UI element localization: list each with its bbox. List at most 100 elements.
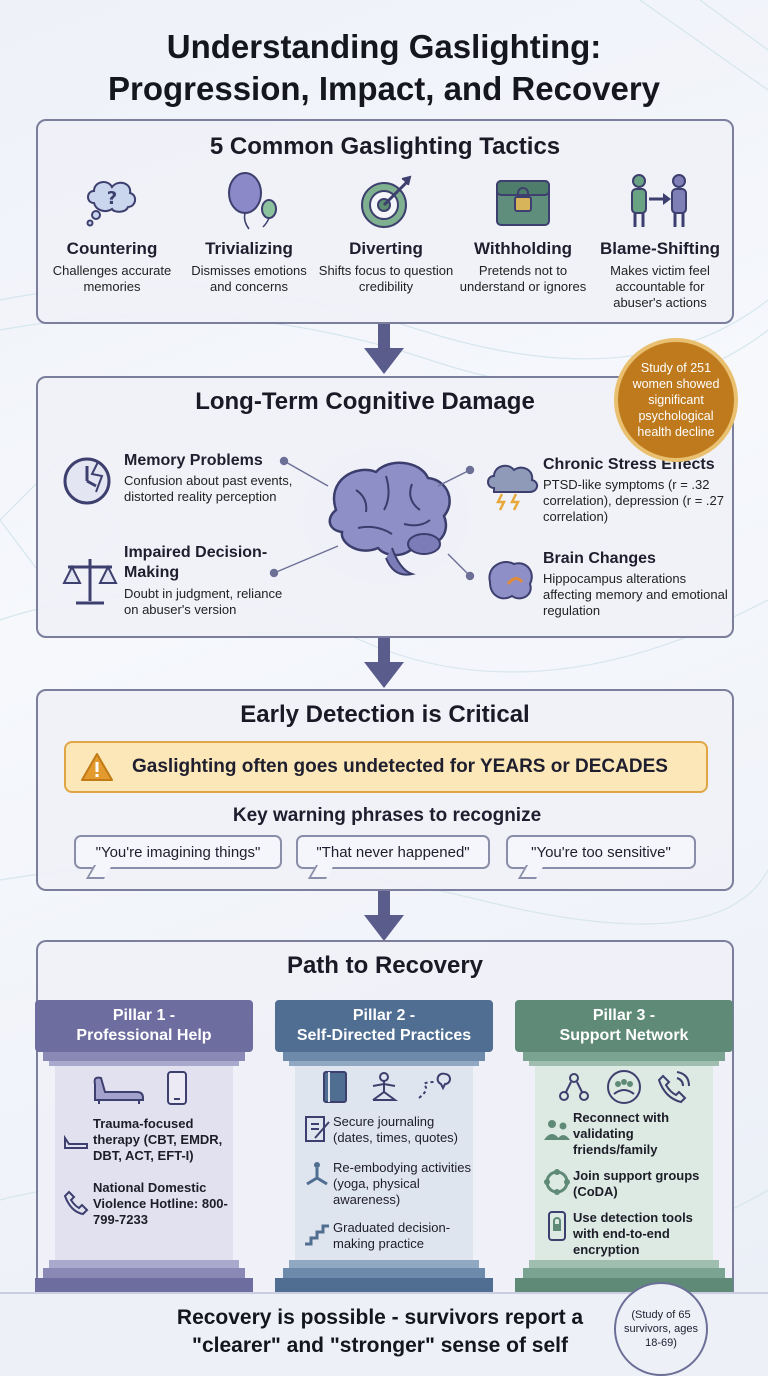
tactic-diverting: Diverting Shifts focus to question credi… [318, 165, 454, 295]
pillar-capital [289, 1061, 479, 1066]
pillar-item: Reconnect with validating friends/family [541, 1110, 711, 1158]
pillar-column: Trauma-focused therapy (CBT, EMDR, DBT, … [55, 1066, 233, 1260]
title-line-1: Understanding Gaslighting: [166, 28, 602, 65]
pillar-item-text: Reconnect with validating friends/family [573, 1110, 670, 1157]
pillar-base [529, 1260, 719, 1268]
tactic-desc: Pretends not to understand or ignores [459, 263, 587, 294]
down-arrow-icon [364, 638, 404, 688]
pillar-item-text: Trauma-focused therapy (CBT, EMDR, DBT, … [93, 1116, 223, 1163]
pillar-item: Use detection tools with end-to-end encr… [541, 1210, 711, 1258]
phone-icon [63, 1190, 89, 1216]
pillar-base [49, 1260, 239, 1268]
cog-desc: Doubt in judgment, reliance on abuser's … [124, 586, 283, 617]
journal-icon [323, 1071, 347, 1103]
brain-hippocampus-icon [488, 561, 533, 600]
central-brain-icon [298, 443, 474, 587]
blame-arrow-people-icon [592, 165, 728, 237]
connector-lines [269, 456, 475, 581]
pillar-support-network: Pillar 3 - Support Network Reconnect with… [515, 1000, 733, 1294]
pillar-title: Professional Help [76, 1027, 212, 1044]
phrase-bubble: "You're too sensitive" [506, 835, 696, 869]
tactic-name: Blame-Shifting [600, 239, 720, 258]
pillar-title: Self-Directed Practices [296, 1027, 472, 1044]
tactic-withholding: Withholding Pretends not to understand o… [455, 165, 591, 295]
people-network-icon [559, 1073, 589, 1101]
pillar-base [515, 1278, 733, 1292]
phone-icon [167, 1071, 187, 1105]
tactic-name: Withholding [473, 239, 573, 258]
locked-chest-icon [455, 165, 591, 237]
cog-desc: Confusion about past events, distorted r… [124, 473, 293, 504]
pillar-item-text: Join support groups (CoDA) [573, 1168, 700, 1199]
phrase-bubble: "That never happened" [296, 835, 490, 869]
tactics-panel: 5 Common Gaslighting Tactics ? Counterin… [36, 119, 734, 324]
pillar-column: Secure journaling (dates, times, quotes)… [295, 1066, 473, 1260]
pillar-head: Pillar 1 -Professional Help [35, 1000, 253, 1052]
target-arrow-icon [318, 165, 454, 237]
footer-message: Recovery is possible - survivors report … [150, 1304, 610, 1360]
title-line-2: Progression, Impact, and Recovery [107, 70, 661, 107]
pillar-capital [523, 1052, 725, 1061]
phrase-bubble: "You're imagining things" [74, 835, 282, 869]
pillar-base [523, 1268, 725, 1278]
tactic-blame-shifting: Blame-Shifting Makes victim feel account… [592, 165, 728, 311]
tactic-name: Trivializing [205, 239, 293, 258]
tactics-heading: 5 Common Gaslighting Tactics [209, 133, 561, 160]
tactic-name: Countering [66, 239, 158, 258]
yoga-icon [306, 1162, 328, 1186]
alert-banner: Gaslighting often goes undetected for YE… [64, 741, 708, 793]
thought-bubble-question-icon: ? [44, 165, 180, 237]
pillar-title: Support Network [559, 1027, 689, 1044]
pillar-item-text: Secure journaling (dates, times, quotes) [333, 1114, 458, 1145]
pillar-base [275, 1278, 493, 1292]
pillar-item: National Domestic Violence Hotline: 800-… [61, 1180, 231, 1228]
pillar-item: Re-embodying activities (yoga, physical … [301, 1160, 471, 1208]
pillar-head: Pillar 3 - Support Network [515, 1000, 733, 1052]
pillar-item-text: Use detection tools with end-to-end encr… [573, 1210, 693, 1257]
detection-heading: Early Detection is Critical [240, 701, 530, 728]
broken-clock-icon [63, 457, 111, 505]
pillar-capital [43, 1052, 245, 1061]
footer-study-badge: (Study of 65 survivors, ages 18-69) [614, 1282, 708, 1376]
pillar-capital [283, 1052, 485, 1061]
pillar-base [35, 1278, 253, 1292]
tactic-desc: Shifts focus to question credibility [318, 263, 454, 294]
recovery-heading: Path to Recovery [286, 952, 484, 979]
tactic-desc: Challenges accurate memories [52, 263, 172, 294]
down-arrow-icon [364, 324, 404, 374]
tactic-name: Diverting [349, 239, 423, 258]
pillar-item: Trauma-focused therapy (CBT, EMDR, DBT, … [61, 1116, 231, 1164]
pillar-number: Pillar 2 - [352, 1007, 416, 1024]
footer-line-1: Recovery is possible - survivors report … [176, 1306, 584, 1329]
cog-desc: PTSD-like symptoms (r = .32 correlation)… [543, 477, 725, 524]
pillar-item-text: Graduated decision-making practice [333, 1220, 451, 1251]
alert-text: Gaslighting often goes undetected for YE… [132, 756, 668, 777]
svg-text:?: ? [107, 188, 117, 209]
pillar-item-text: Re-embodying activities (yoga, physical … [333, 1160, 472, 1207]
detection-panel: Early Detection is Critical Gaslighting … [36, 689, 734, 891]
pillar-item-text: National Domestic Violence Hotline: 800-… [93, 1180, 228, 1227]
therapy-couch-icon [64, 1134, 88, 1149]
path-pin-icon [418, 1072, 451, 1099]
pillar-professional-help: Pillar 1 -Professional Help Trauma-focus… [35, 1000, 253, 1294]
pillar-number: Pillar 3 - [592, 1007, 656, 1024]
pillar-capital [529, 1061, 719, 1066]
cog-desc: Hippocampus alterations affecting memory… [543, 571, 728, 618]
tactic-countering: ? Countering Challenges accurate memorie… [44, 165, 180, 295]
pillar-base [283, 1268, 485, 1278]
pillar-item: Secure journaling (dates, times, quotes) [301, 1114, 471, 1146]
journal-icon [305, 1116, 330, 1142]
therapy-couch-icon [93, 1076, 144, 1104]
pillar-item: Join support groups (CoDA) [541, 1168, 711, 1200]
cog-title: Chronic Stress Effects [543, 456, 715, 473]
tactic-desc: Dismisses emotions and concerns [191, 263, 307, 294]
pillar-column: Reconnect with validating friends/family… [535, 1066, 713, 1260]
group-circle-icon [544, 1169, 570, 1195]
cog-title: Impaired Decision-Making [124, 544, 268, 581]
page-title: Understanding Gaslighting: Progression, … [0, 26, 768, 110]
secure-phone-icon [548, 1211, 566, 1241]
pillar-item: Graduated decision-making practice [301, 1220, 471, 1252]
tactic-trivializing: Trivializing Dismisses emotions and conc… [181, 165, 317, 295]
steps-icon [305, 1224, 329, 1246]
footer-line-2: "clearer" and "stronger" sense of self [192, 1334, 568, 1357]
